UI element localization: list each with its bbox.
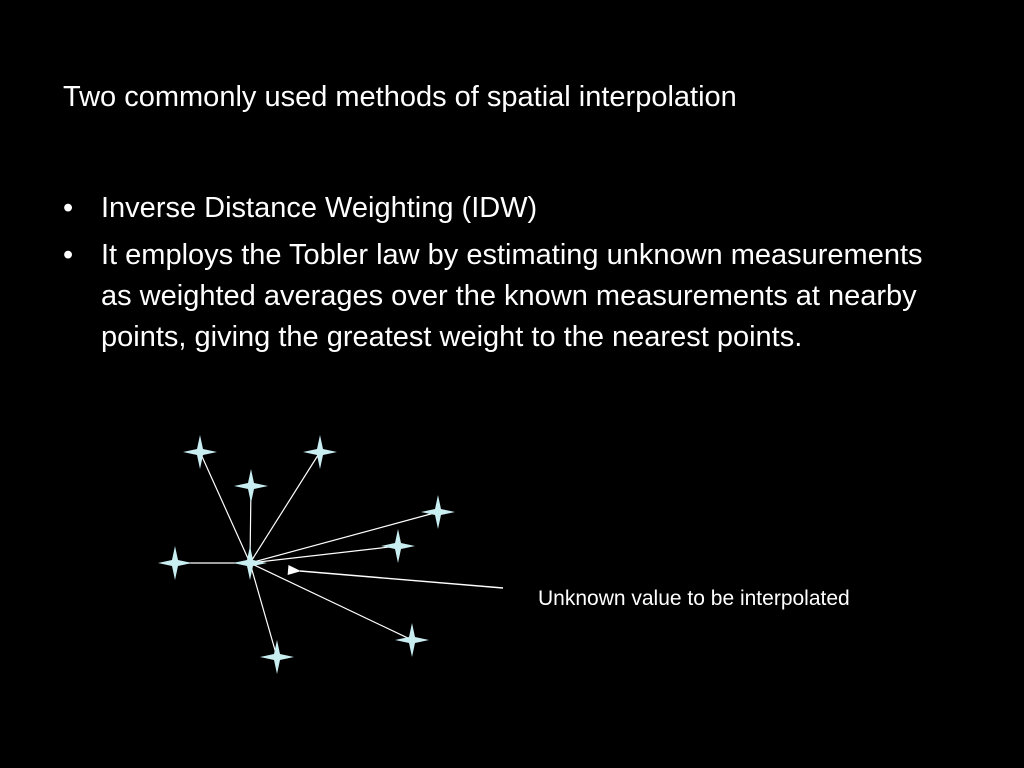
connection-line	[249, 451, 321, 564]
four-point-star-icon	[260, 640, 294, 674]
four-point-star-icon	[183, 435, 217, 469]
connection-line	[249, 562, 413, 641]
bullet-text: It employs the Tobler law by estimating …	[101, 239, 923, 353]
four-point-star-icon	[395, 623, 429, 657]
bullet-item: • It employs the Tobler law by estimatin…	[63, 235, 943, 358]
four-point-star-icon	[303, 435, 337, 469]
connection-line	[249, 545, 399, 564]
four-point-star-icon	[421, 495, 455, 529]
sample-points	[158, 435, 455, 674]
bullet-item: • Inverse Distance Weighting (IDW)	[63, 188, 943, 229]
four-point-star-icon	[158, 546, 192, 580]
pointer-arrow	[287, 565, 504, 589]
connection-line	[249, 562, 278, 658]
bullet-text: Inverse Distance Weighting (IDW)	[101, 192, 538, 224]
four-point-star-icon	[381, 529, 415, 563]
slide-title: Two commonly used methods of spatial int…	[63, 81, 737, 113]
diagram-caption: Unknown value to be interpolated	[538, 587, 850, 610]
four-point-star-icon	[234, 469, 268, 503]
connection-line	[249, 511, 439, 564]
connection-line	[199, 451, 251, 564]
bullet-list: • Inverse Distance Weighting (IDW) • It …	[63, 188, 943, 364]
bullet-glyph: •	[63, 192, 74, 224]
bullet-glyph: •	[63, 239, 74, 271]
unknown-point-star-icon	[233, 546, 267, 580]
